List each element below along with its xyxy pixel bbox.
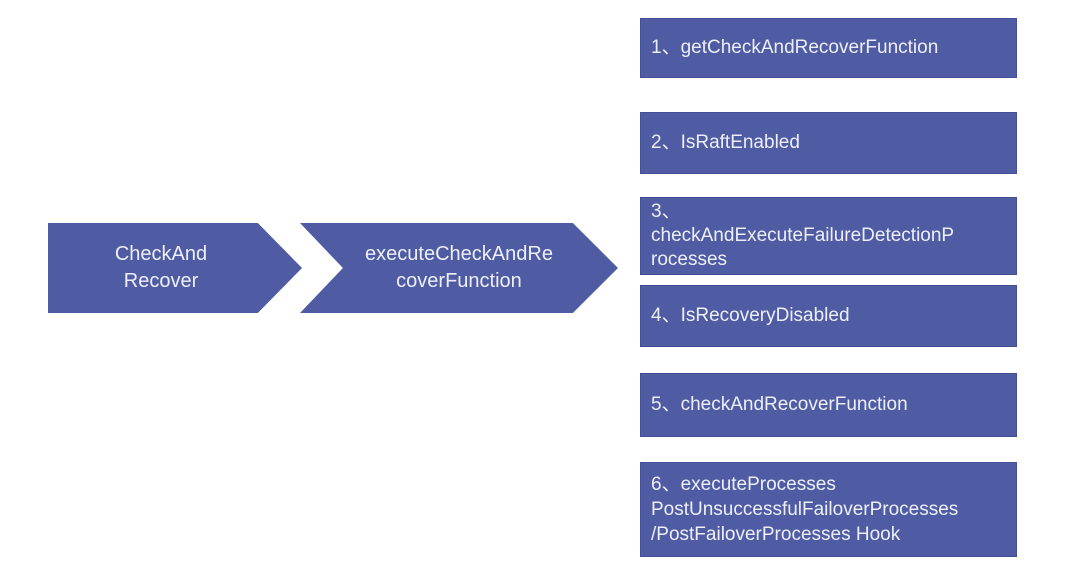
step-box-get-check-and-recover-function: 1、getCheckAndRecoverFunction xyxy=(640,18,1017,78)
step-box-label: 4、IsRecoveryDisabled xyxy=(651,305,850,326)
step-box-label: 5、checkAndRecoverFunction xyxy=(651,394,908,415)
step-box-label: 2、IsRaftEnabled xyxy=(651,132,800,153)
step-box-check-and-execute-failure-detection-processes: 3、 checkAndExecuteFailureDetectionP roce… xyxy=(640,197,1017,275)
flow-step-label: executeCheckAndRe coverFunction xyxy=(365,243,553,292)
step-box-label: 6、executeProcesses PostUnsuccessfulFailo… xyxy=(651,474,959,545)
step-box-execute-processes-hook: 6、executeProcesses PostUnsuccessfulFailo… xyxy=(640,462,1017,557)
step-box-label: 3、 checkAndExecuteFailureDetectionP roce… xyxy=(651,201,955,270)
step-box-check-and-recover-function: 5、checkAndRecoverFunction xyxy=(640,373,1017,437)
step-box-label: 1、getCheckAndRecoverFunction xyxy=(651,37,939,58)
step-box-is-recovery-disabled: 4、IsRecoveryDisabled xyxy=(640,285,1017,347)
flow-step-label: CheckAnd Recover xyxy=(114,243,208,292)
step-box-is-raft-enabled: 2、IsRaftEnabled xyxy=(640,112,1017,174)
flow-step-execute-check-and-recover-function: executeCheckAndRe coverFunction xyxy=(300,223,618,313)
flow-step-check-and-recover: CheckAnd Recover xyxy=(48,223,302,313)
